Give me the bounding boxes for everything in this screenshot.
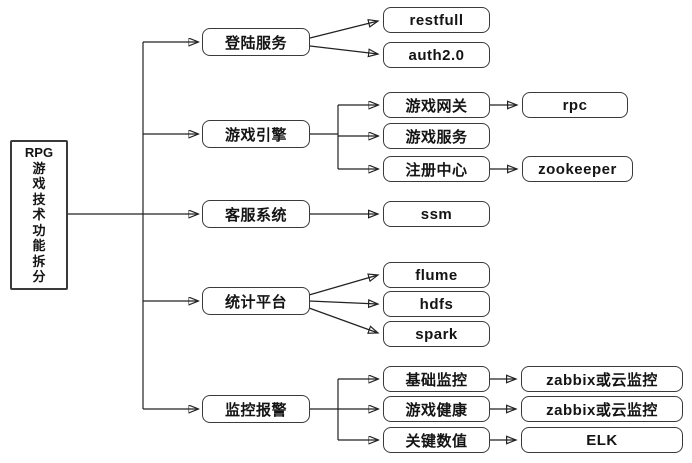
node-login-service: 登陆服务: [202, 28, 310, 56]
edge-login-auth: [309, 45, 378, 54]
node-stats-platform: 统计平台: [202, 287, 310, 315]
node-auth2: auth2.0: [383, 42, 490, 68]
node-basic-monitor: 基础监控: [383, 366, 490, 392]
node-key-metrics: 关键数值: [383, 427, 490, 453]
node-customer-service: 客服系统: [202, 200, 310, 228]
node-restfull: restfull: [383, 7, 490, 33]
node-flume: flume: [383, 262, 490, 288]
node-root: RPG 游 戏 技 术 功 能 拆 分: [10, 140, 68, 290]
node-spark: spark: [383, 321, 490, 347]
node-game-engine: 游戏引擎: [202, 120, 310, 148]
node-monitor-alert: 监控报警: [202, 395, 310, 423]
node-ssm: ssm: [383, 201, 490, 227]
node-zabbix-cloud-1: zabbix或云监控: [521, 366, 683, 392]
node-registry-center: 注册中心: [383, 156, 490, 182]
edge-stats-hdfs: [308, 301, 378, 304]
node-game-gateway: 游戏网关: [383, 92, 490, 118]
node-hdfs: hdfs: [383, 291, 490, 317]
node-zookeeper: zookeeper: [522, 156, 633, 182]
edge-stats-flume: [308, 275, 378, 296]
node-zabbix-cloud-2: zabbix或云监控: [521, 396, 683, 422]
node-elk: ELK: [521, 427, 683, 453]
edge-login-restfull: [309, 21, 378, 39]
edge-stats-spark: [308, 307, 378, 333]
node-game-health: 游戏健康: [383, 396, 490, 422]
node-game-service: 游戏服务: [383, 123, 490, 149]
node-rpc: rpc: [522, 92, 628, 118]
